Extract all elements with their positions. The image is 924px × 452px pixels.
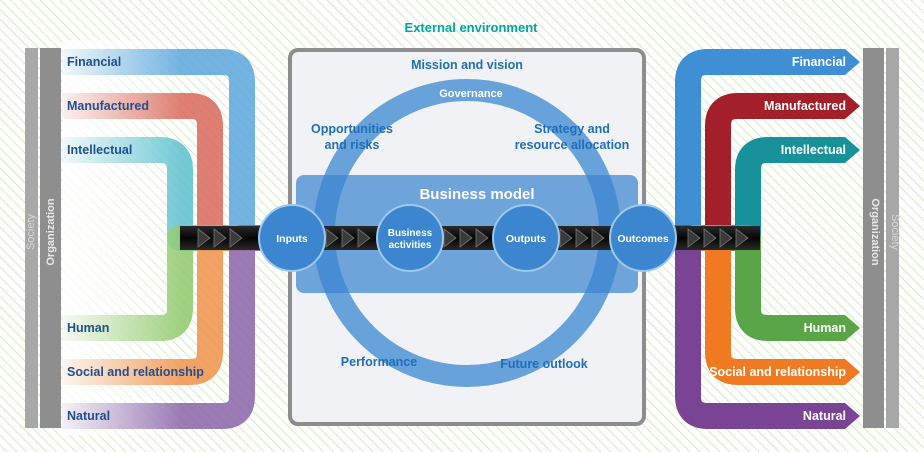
input-capital-labels: FinancialManufacturedIntellectualHumanSo… xyxy=(67,55,204,423)
external-environment-title: External environment xyxy=(405,20,539,35)
output-capital-labels: FinancialManufacturedIntellectualHumanSo… xyxy=(709,55,846,423)
strategy-line2: resource allocation xyxy=(515,138,630,152)
capital-out-label-human: Human xyxy=(804,321,846,335)
ribbon-out-arrowhead-social-and-relationship xyxy=(845,359,860,385)
ribbon-in-fade xyxy=(62,40,182,435)
organization-bar-right xyxy=(863,48,884,428)
opportunities-line1: Opportunities xyxy=(311,122,393,136)
flow-chevron-13 xyxy=(687,228,701,248)
flow-chevron-3 xyxy=(229,228,243,248)
ribbon-out-financial xyxy=(672,49,845,251)
capital-in-label-natural: Natural xyxy=(67,409,110,423)
society-label-left: Society xyxy=(25,213,37,250)
flow-chevron-12 xyxy=(591,228,605,248)
node-outcomes-label: Outcomes xyxy=(617,233,669,245)
capital-out-label-intellectual: Intellectual xyxy=(781,143,846,157)
governance-label: Governance xyxy=(439,88,503,100)
flow-chevron-6 xyxy=(357,228,371,248)
node-outputs: Outputs xyxy=(492,204,560,272)
ribbon-in-social-and-relationship xyxy=(62,225,262,385)
capital-out-label-financial: Financial xyxy=(792,55,846,69)
node-business-activities: Business activities xyxy=(376,204,444,272)
ribbon-out-arrowhead-human xyxy=(845,315,860,341)
flow-chevron-15 xyxy=(719,228,733,248)
node-outcomes: Outcomes xyxy=(609,204,677,272)
society-bar-right xyxy=(886,48,899,428)
mission-and-vision: Mission and vision xyxy=(411,58,523,72)
flow-chevron-9 xyxy=(475,228,489,248)
capital-in-label-intellectual: Intellectual xyxy=(67,143,132,157)
node-business-activities-line2: activities xyxy=(389,240,432,251)
node-business-activities-line1: Business xyxy=(388,228,433,239)
flow-chevron-2 xyxy=(213,228,227,248)
ribbon-out-arrowhead-manufactured xyxy=(845,93,860,119)
ribbon-out-arrowhead-natural xyxy=(845,403,860,429)
ribbon-out-intellectual xyxy=(672,137,845,251)
ribbon-in-natural xyxy=(62,225,262,429)
capital-in-label-social-and-relationship: Social and relationship xyxy=(67,365,204,379)
flow-chevron-11 xyxy=(575,228,589,248)
ribbon-out-social-and-relationship xyxy=(672,225,845,385)
ribbon-in-manufactured xyxy=(62,93,262,251)
ribbon-out-arrowhead-intellectual xyxy=(845,137,860,163)
capital-in-label-manufactured: Manufactured xyxy=(67,99,149,113)
ribbon-out-arrowhead-financial xyxy=(845,49,860,75)
node-outputs-label: Outputs xyxy=(506,233,546,245)
ribbon-out-natural xyxy=(672,225,845,429)
flow-chevron-8 xyxy=(459,228,473,248)
capital-out-label-social-and-relationship: Social and relationship xyxy=(709,365,846,379)
capital-in-label-financial: Financial xyxy=(67,55,121,69)
output-capital-ribbons xyxy=(672,49,860,429)
flow-chevron-1 xyxy=(197,228,211,248)
society-label-right: Society xyxy=(889,214,901,251)
strategy-line1: Strategy and xyxy=(534,122,610,136)
flow-chevron-5 xyxy=(341,228,355,248)
node-inputs-label: Inputs xyxy=(276,233,308,245)
future-outlook-label: Future outlook xyxy=(500,357,588,371)
organization-bar-left xyxy=(40,48,61,428)
input-capital-ribbons xyxy=(62,40,262,435)
organization-label-left: Organization xyxy=(45,198,57,266)
society-bar-left xyxy=(25,48,38,428)
business-model-title: Business model xyxy=(419,186,534,203)
ribbon-in-financial xyxy=(62,49,262,251)
flow-chevron-16 xyxy=(735,228,749,248)
performance-label: Performance xyxy=(341,355,417,369)
flow-chevron-14 xyxy=(703,228,717,248)
ribbon-out-manufactured xyxy=(672,93,845,251)
opportunities-line2: and risks xyxy=(325,138,380,152)
ribbon-out-human xyxy=(672,225,845,341)
organization-label-right: Organization xyxy=(869,198,881,266)
node-inputs: Inputs xyxy=(258,204,326,272)
capital-out-label-natural: Natural xyxy=(803,409,846,423)
capital-in-label-human: Human xyxy=(67,321,109,335)
capital-out-label-manufactured: Manufactured xyxy=(764,99,846,113)
